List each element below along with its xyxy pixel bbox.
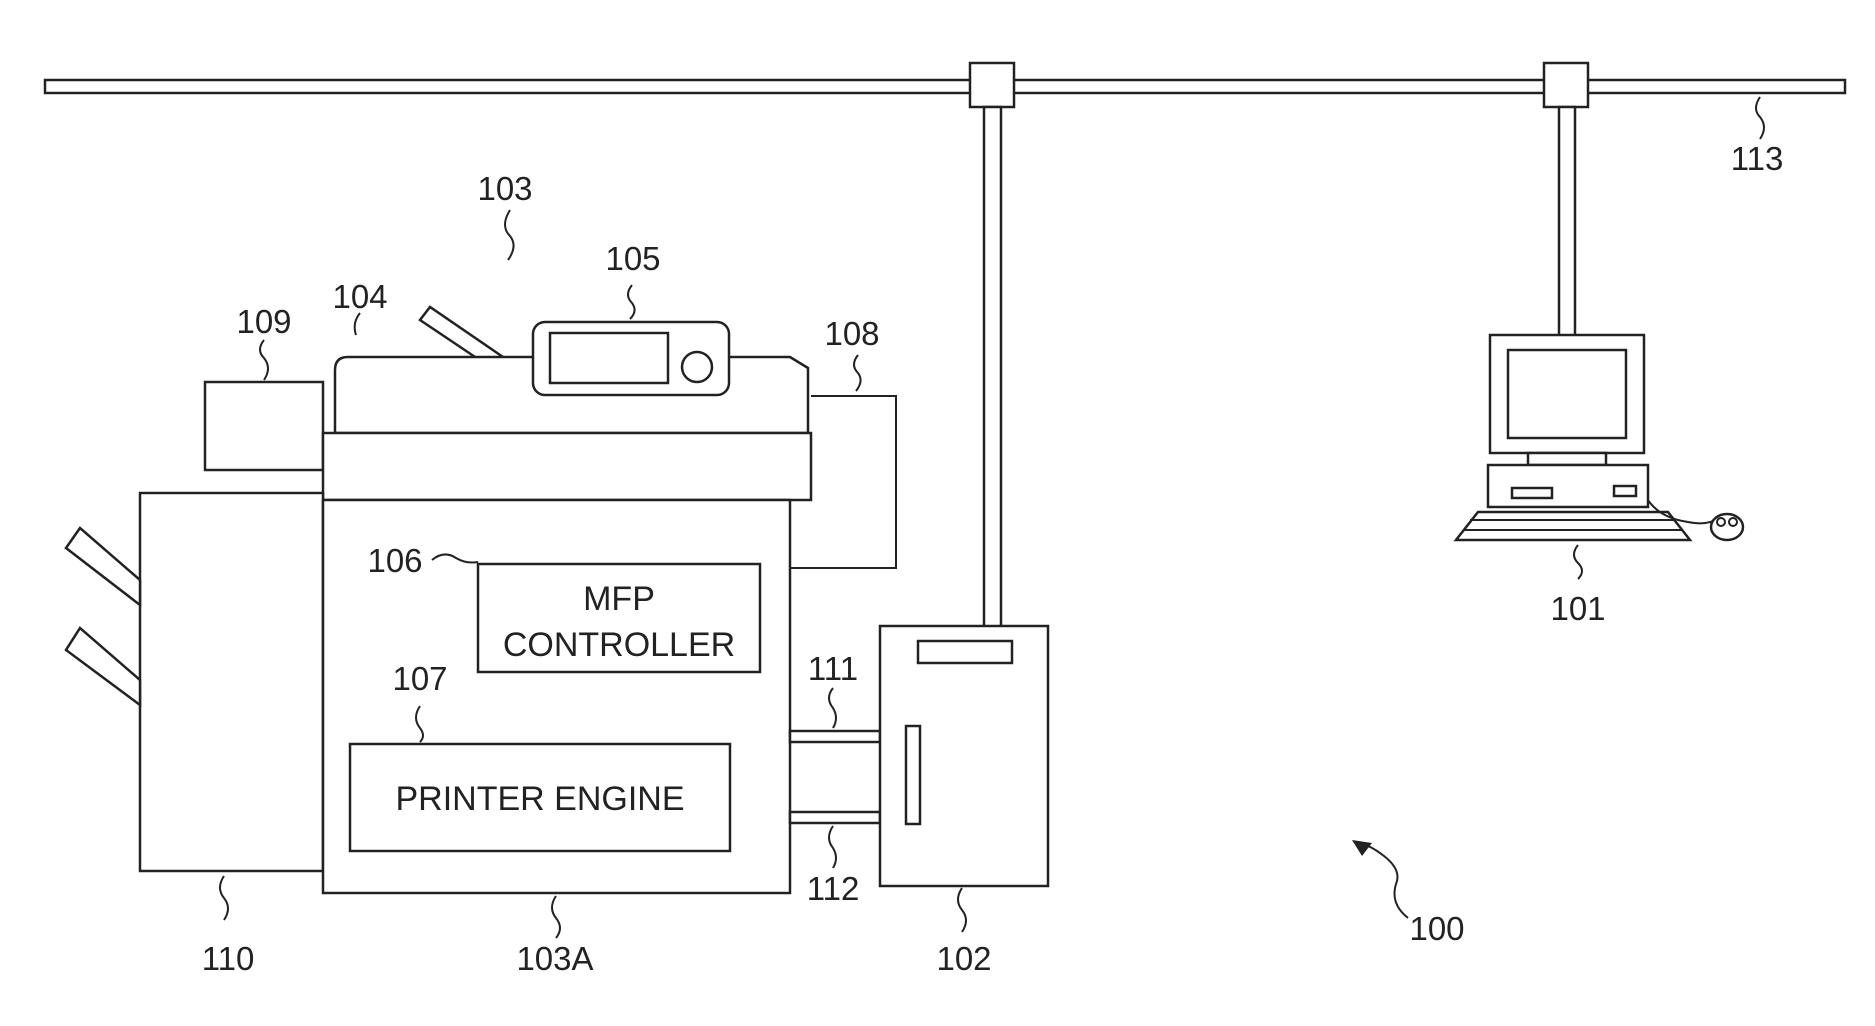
label-101: 101 <box>1550 590 1605 627</box>
label-100: 100 <box>1409 910 1464 947</box>
label-108: 108 <box>824 315 879 352</box>
label-103: 103 <box>477 170 532 207</box>
leader-103 <box>505 210 514 260</box>
label-106: 106 <box>367 542 422 579</box>
printer-engine-label: PRINTER ENGINE <box>395 780 684 818</box>
leader-109 <box>260 340 268 380</box>
label-112: 112 <box>807 870 860 907</box>
leader-103A <box>552 896 560 938</box>
leader-104 <box>355 313 360 335</box>
finisher-110 <box>66 493 323 871</box>
leader-111 <box>829 688 836 728</box>
server-102 <box>880 626 1048 886</box>
label-105: 105 <box>605 240 660 277</box>
leader-108 <box>854 355 861 391</box>
label-109: 109 <box>236 303 291 340</box>
system-100-pointer <box>1352 840 1408 918</box>
label-113: 113 <box>1731 140 1784 177</box>
leader-101 <box>1574 545 1582 579</box>
label-103A: 103A <box>516 940 593 977</box>
leader-113 <box>1756 97 1764 139</box>
mfp-controller-line2: CONTROLLER <box>503 626 735 664</box>
leader-105 <box>628 285 635 319</box>
connections-111-112 <box>790 731 880 823</box>
leader-112 <box>829 826 836 868</box>
label-104: 104 <box>332 278 387 315</box>
leader-110 <box>220 876 228 920</box>
label-110: 110 <box>202 940 255 977</box>
label-107: 107 <box>392 660 447 697</box>
mfp-controller-line1: MFP <box>583 580 655 618</box>
computer-101 <box>1456 335 1743 540</box>
label-111: 111 <box>808 650 858 687</box>
label-102: 102 <box>936 940 991 977</box>
leader-102 <box>958 888 966 932</box>
